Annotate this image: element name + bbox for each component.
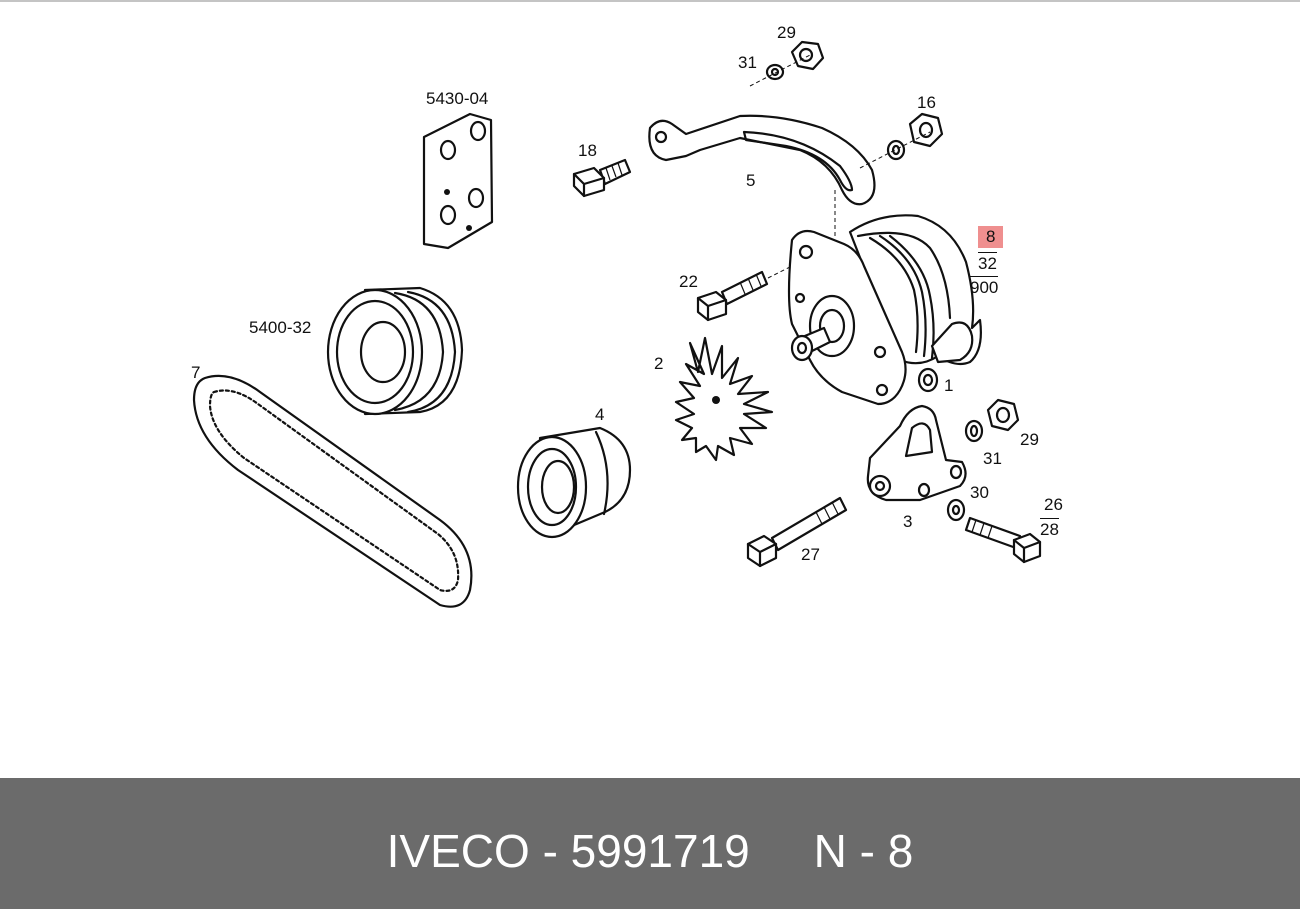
label-27: 27	[801, 545, 820, 564]
label-31-top: 31	[738, 53, 757, 72]
alternator-part	[787, 214, 982, 406]
washer-31-top-part	[765, 63, 785, 81]
label-5400-32: 5400-32	[249, 318, 312, 337]
label-7: 7	[191, 363, 201, 382]
label-28: 28	[1040, 518, 1059, 539]
label-5430-04: 5430-04	[426, 89, 489, 108]
label-18: 18	[578, 141, 597, 160]
washer-31-bottom-part	[964, 419, 984, 443]
label-22: 22	[679, 272, 698, 291]
nut-29-bottom-part	[986, 398, 1020, 432]
alternator-pulley-part	[516, 426, 632, 539]
bracket-plate-part	[422, 112, 494, 250]
nut-29-top-part	[790, 40, 825, 71]
label-29-bottom: 29	[1020, 430, 1039, 449]
label-16: 16	[917, 93, 936, 112]
label-32: 32	[978, 252, 997, 273]
bolt-18-part	[572, 158, 632, 198]
bolt-26-28-part	[964, 516, 1042, 564]
label-30: 30	[970, 483, 989, 502]
label-26: 26	[1044, 495, 1063, 514]
label-4: 4	[595, 405, 605, 424]
label-31-bottom: 31	[983, 449, 1002, 468]
label-5: 5	[746, 171, 756, 190]
label-8-highlighted: 8	[978, 226, 1004, 248]
crank-pulley-part	[326, 286, 464, 416]
label-29-top: 29	[777, 23, 796, 42]
footer-bar: IVECO - 5991719 N - 8	[0, 778, 1300, 909]
label-2: 2	[654, 354, 664, 373]
drive-belt-part	[192, 374, 473, 608]
label-1: 1	[944, 376, 954, 395]
spacer-1-part	[917, 367, 939, 393]
part-caption: IVECO - 5991719 N - 8	[386, 825, 914, 877]
nut-16-part	[908, 112, 944, 148]
mount-bracket-part	[866, 404, 967, 502]
adjust-bracket-part	[648, 114, 876, 206]
bolt-27-part	[746, 496, 848, 568]
bolt-22-part	[696, 270, 769, 322]
parts-drawing	[0, 0, 1300, 608]
label-3: 3	[903, 512, 913, 531]
label-900: 900	[970, 276, 999, 297]
parts-diagram: 5430-04 5400-32 7 4 2 18 5 31 29 16 22 8…	[0, 0, 1300, 608]
cooling-fan-part	[674, 336, 774, 462]
washer-30-part	[946, 498, 966, 522]
